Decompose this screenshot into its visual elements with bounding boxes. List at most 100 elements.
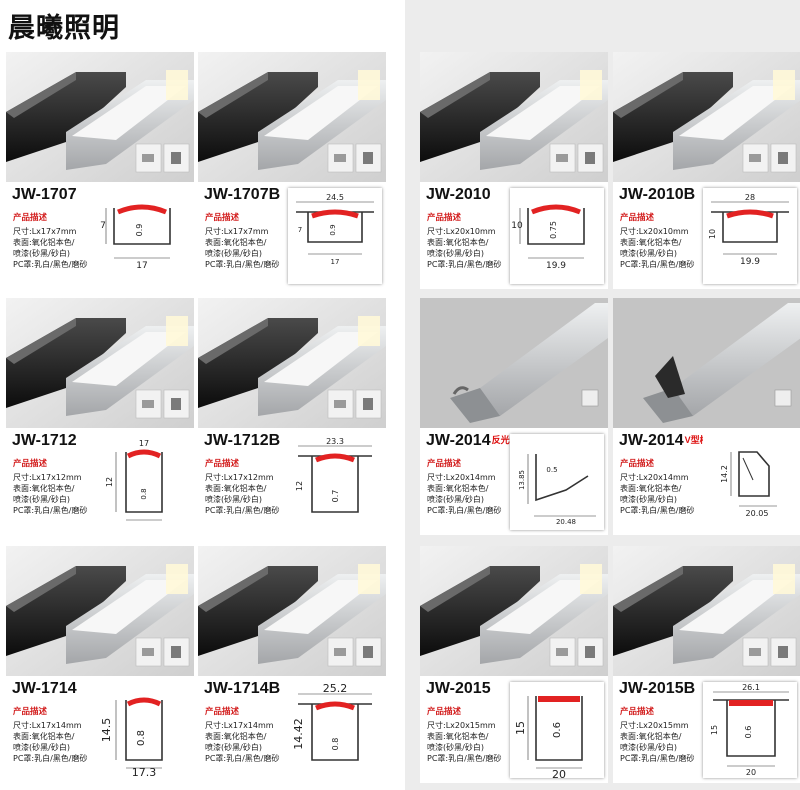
model-number: JW-2010 (426, 186, 491, 204)
spec-line: 喷漆(砂黑/砂白) (620, 249, 677, 258)
dimension-label: 7 (100, 221, 106, 231)
dimension-label: 19.9 (740, 257, 760, 267)
model-number: JW-1707B (204, 186, 280, 204)
dimension-label: 20.05 (746, 509, 769, 518)
description-heading: 产品描述 (13, 213, 48, 223)
brand-title: 晨曦照明 (8, 13, 120, 44)
spec-line: 喷漆(砂黑/砂白) (205, 495, 262, 504)
spec-line: 表面:氧化铝本色/ (427, 484, 489, 493)
spec-line: 表面:氧化铝本色/ (427, 732, 489, 741)
spec-line: 表面:氧化铝本色/ (620, 238, 682, 247)
model-number: JW-1707 (12, 186, 77, 204)
spec-line: 喷漆(砂黑/砂白) (427, 249, 484, 258)
dimension-label: 12 (295, 481, 304, 491)
dimension-label: 14.5 (100, 718, 113, 743)
spec-line: 尺寸:Lx20x14mm (620, 473, 689, 482)
spec-line: 表面:氧化铝本色/ (205, 732, 267, 741)
dimension-label: 0.8 (140, 488, 148, 499)
dimension-label: 17 (136, 261, 147, 271)
dimension-label: 15 (514, 721, 527, 735)
spec-line: 喷漆(砂黑/砂白) (620, 495, 677, 504)
dimension-label: 28 (745, 193, 755, 202)
spec-line: 喷漆(砂黑/砂白) (427, 495, 484, 504)
spec-line: PC罩:乳白/黑色/磨砂 (427, 754, 502, 763)
product-photo (6, 52, 194, 182)
spec-line: 表面:氧化铝本色/ (205, 484, 267, 493)
description-heading: 产品描述 (427, 459, 462, 469)
spec-line: 尺寸:Lx20x15mm (620, 721, 689, 730)
dimension-label: 0.9 (135, 224, 144, 237)
spec-line: 喷漆(砂黑/砂白) (13, 743, 70, 752)
description-heading: 产品描述 (620, 213, 655, 223)
spec-line: 表面:氧化铝本色/ (13, 732, 75, 741)
model-label: JW-1707B (204, 186, 281, 203)
spec-line: 尺寸:Lx17x12mm (205, 473, 274, 482)
model-label: JW-2015B (619, 680, 696, 697)
description-heading: 产品描述 (620, 459, 655, 469)
product-photo (198, 546, 386, 676)
dimension-label: 0.75 (549, 221, 558, 239)
dimension-label: 23.3 (326, 437, 344, 446)
spec-line: PC罩:乳白/黑色/磨砂 (205, 260, 280, 269)
description-heading: 产品描述 (427, 213, 462, 223)
model-number: JW-2014反光槽 (426, 432, 519, 450)
model-label: JW-2010B (619, 186, 696, 203)
spec-line: 尺寸:Lx17x7mm (205, 227, 269, 236)
spec-line: PC罩:乳白/黑色/磨砂 (427, 506, 502, 515)
spec-line: PC罩:乳白/黑色/磨砂 (620, 754, 695, 763)
spec-line: 尺寸:Lx17x14mm (13, 721, 82, 730)
product-photo (613, 298, 800, 428)
model-number: JW-1712B (204, 432, 280, 450)
spec-line: 喷漆(砂黑/砂白) (13, 495, 70, 504)
spec-line: 尺寸:Lx17x14mm (205, 721, 274, 730)
spec-line: 喷漆(砂黑/砂白) (205, 743, 262, 752)
spec-line: 喷漆(砂黑/砂白) (205, 249, 262, 258)
description-heading: 产品描述 (205, 213, 240, 223)
spec-line: 尺寸:Lx20x10mm (427, 227, 496, 236)
dimension-label: 24.5 (326, 193, 344, 202)
model-label: JW-2014 (426, 432, 491, 449)
dimension-label: 0.6 (552, 722, 563, 738)
dimension-label: 20.48 (556, 518, 576, 526)
product-photo (420, 546, 608, 676)
spec-line: PC罩:乳白/黑色/磨砂 (13, 260, 88, 269)
product-photo (6, 298, 194, 428)
description-heading: 产品描述 (205, 707, 240, 717)
spec-line: 表面:氧化铝本色/ (620, 484, 682, 493)
dimension-label: 0.8 (136, 730, 147, 746)
dimension-label: 19.9 (546, 261, 566, 271)
